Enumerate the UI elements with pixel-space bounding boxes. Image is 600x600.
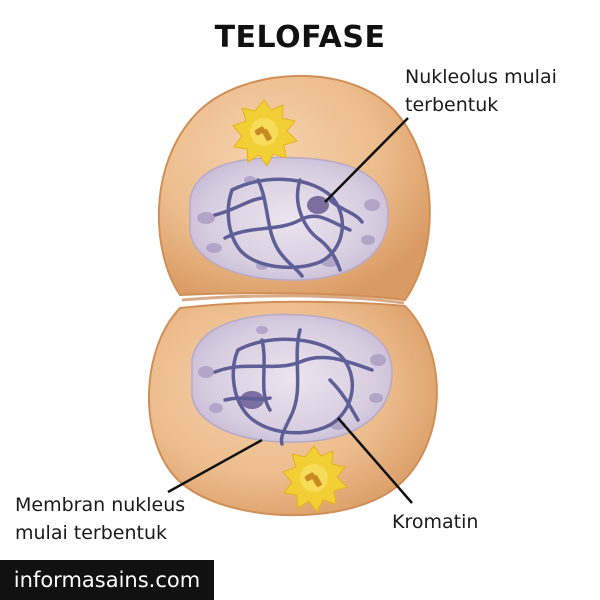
label-nuclear-membrane: Membran nukleus mulai terbentuk (15, 491, 185, 547)
centrosome-bottom-icon (282, 445, 348, 513)
nuclear-granules-top (197, 176, 380, 270)
label-nucleolus-line1: Nukleolus mulai (405, 66, 557, 88)
label-membrane-line1: Membran nukleus (15, 494, 186, 516)
diagram-title: TELOFASE (214, 20, 386, 55)
nucleolus-top (307, 196, 329, 214)
leader-line-kromatin (337, 417, 413, 504)
cleavage-furrow (181, 294, 405, 305)
label-membrane-line2: mulai terbentuk (15, 522, 168, 544)
leader-line-nucleolus (324, 117, 409, 203)
watermark-site-name: informasains.com (0, 560, 214, 600)
label-nucleolus: Nukleolus mulai terbentuk (405, 63, 557, 119)
label-chromatin: Kromatin (392, 511, 479, 533)
centrosome-top-icon (232, 99, 298, 167)
nucleus-bottom (191, 313, 393, 443)
chromatin-top (213, 177, 364, 278)
label-nucleolus-line2: terbentuk (405, 94, 499, 116)
leader-line-membrane (167, 438, 263, 494)
chromatin-bottom (213, 328, 374, 446)
